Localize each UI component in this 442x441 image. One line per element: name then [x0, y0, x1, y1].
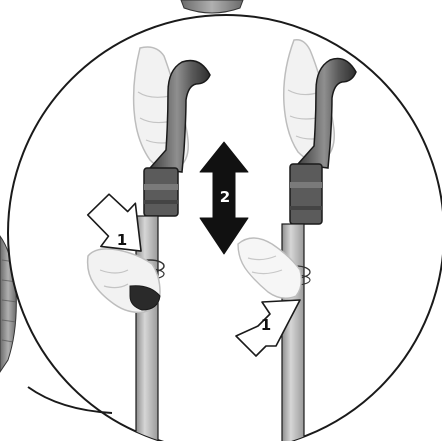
- collar-right: [290, 164, 322, 224]
- step-1-label-left: 1: [117, 231, 127, 249]
- step-1-label-right: 1: [261, 316, 271, 334]
- collar-left: [144, 168, 178, 216]
- step-2-label: 2: [220, 188, 230, 206]
